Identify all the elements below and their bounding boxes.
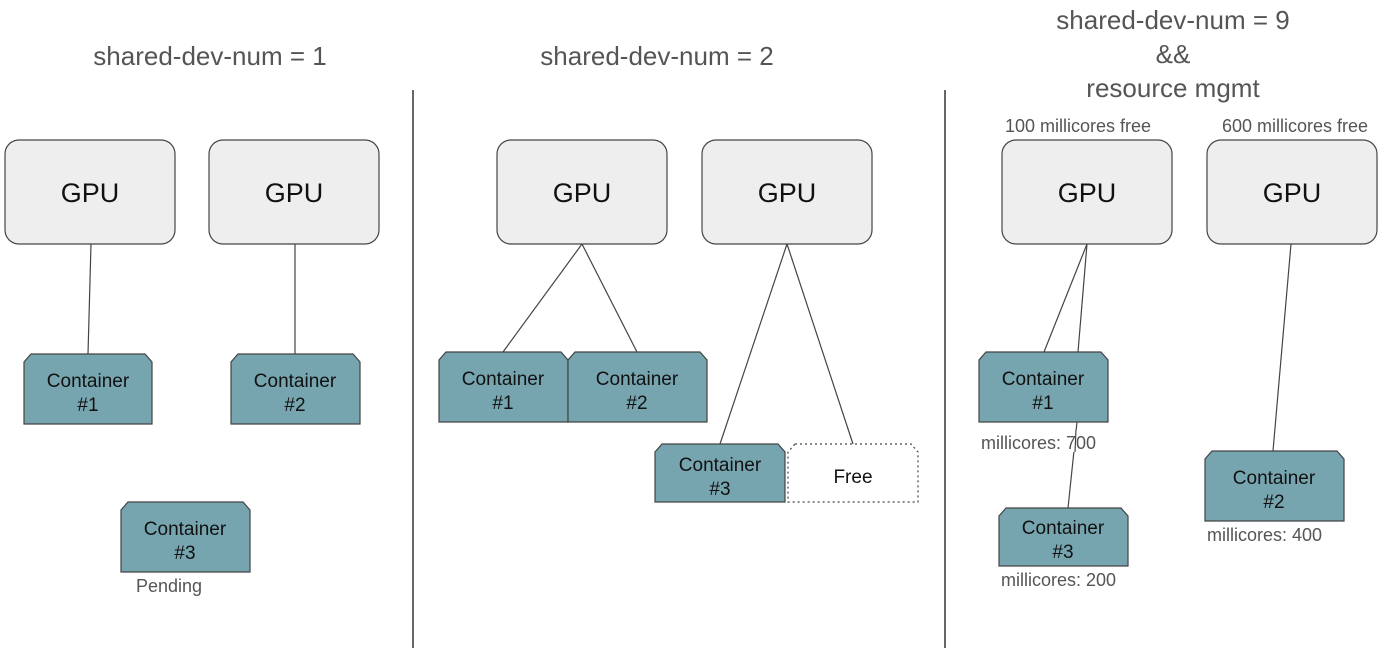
container-box: Container #1	[978, 351, 1109, 423]
container-number: #3	[709, 479, 730, 500]
connector-line	[581, 243, 638, 353]
panel-title: shared-dev-num = 2	[540, 41, 773, 71]
container-box: Container #3	[654, 443, 786, 503]
millicores-note: millicores: 700	[981, 433, 1096, 453]
connector-line	[1043, 243, 1088, 353]
container-number: #2	[284, 395, 305, 416]
label-mask	[1070, 430, 1084, 452]
millicores-note: millicores: 200	[1001, 570, 1116, 590]
panel-title: shared-dev-num = 9	[1056, 5, 1289, 35]
container-number: #2	[1263, 492, 1284, 513]
container-box: Container #2	[567, 351, 708, 423]
container-label: Container	[254, 371, 337, 392]
panel-shared-dev-num-2: shared-dev-num = 2 GPU GPU Container #1 …	[438, 41, 919, 503]
gpu-box: GPU	[4, 139, 176, 245]
gpu-label: GPU	[265, 178, 324, 208]
container-box: Container #3	[998, 507, 1129, 567]
container-number: #2	[626, 393, 647, 414]
container-label: Container	[462, 369, 545, 390]
gpu-box: GPU	[701, 139, 873, 245]
gpu-box: GPU	[1001, 139, 1173, 245]
free-slot-label: Free	[833, 467, 872, 488]
container-label: Container	[1002, 369, 1085, 390]
connector-line	[1272, 243, 1292, 452]
connector-line	[786, 243, 854, 445]
container-box: Container #1	[23, 353, 153, 425]
panel-title: shared-dev-num = 1	[93, 41, 326, 71]
gpu-label: GPU	[758, 178, 817, 208]
connector-line	[87, 243, 92, 355]
container-box: Container #3	[120, 501, 251, 573]
millicores-note: millicores: 400	[1207, 525, 1322, 545]
gpu-box: GPU	[208, 139, 380, 245]
connector-line	[719, 243, 788, 445]
connector-line	[502, 243, 583, 353]
gpu-free-note: 100 millicores free	[1005, 116, 1151, 136]
container-label: Container	[47, 371, 130, 392]
gpu-label: GPU	[553, 178, 612, 208]
gpu-label: GPU	[1058, 178, 1117, 208]
panel-title: resource mgmt	[1086, 73, 1260, 103]
container-box: Container #2	[1204, 450, 1345, 522]
container-label: Container	[1233, 468, 1316, 489]
free-slot: Free	[787, 443, 919, 503]
connector-line	[1077, 243, 1088, 353]
gpu-box: GPU	[1206, 139, 1378, 245]
container-label: Container	[596, 369, 679, 390]
panel-shared-dev-num-9: shared-dev-num = 9 && resource mgmt 100 …	[978, 5, 1378, 590]
container-label: Container	[1022, 518, 1105, 539]
gpu-free-note: 600 millicores free	[1222, 116, 1368, 136]
gpu-box: GPU	[496, 139, 668, 245]
container-number: #1	[77, 395, 98, 416]
container-number: #3	[1052, 542, 1073, 563]
gpu-label: GPU	[61, 178, 120, 208]
container-number: #1	[1032, 393, 1053, 414]
gpu-label: GPU	[1263, 178, 1322, 208]
container-box: Container #1	[438, 351, 569, 423]
pending-note: Pending	[136, 576, 202, 596]
panel-title: &&	[1156, 39, 1191, 69]
container-box: Container #2	[230, 353, 361, 425]
connector-line	[1074, 429, 1077, 453]
container-label: Container	[679, 455, 762, 476]
container-label: Container	[144, 519, 227, 540]
panel-shared-dev-num-1: shared-dev-num = 1 GPU GPU Container #1 …	[4, 41, 380, 596]
container-number: #1	[492, 393, 513, 414]
container-number: #3	[174, 543, 195, 564]
